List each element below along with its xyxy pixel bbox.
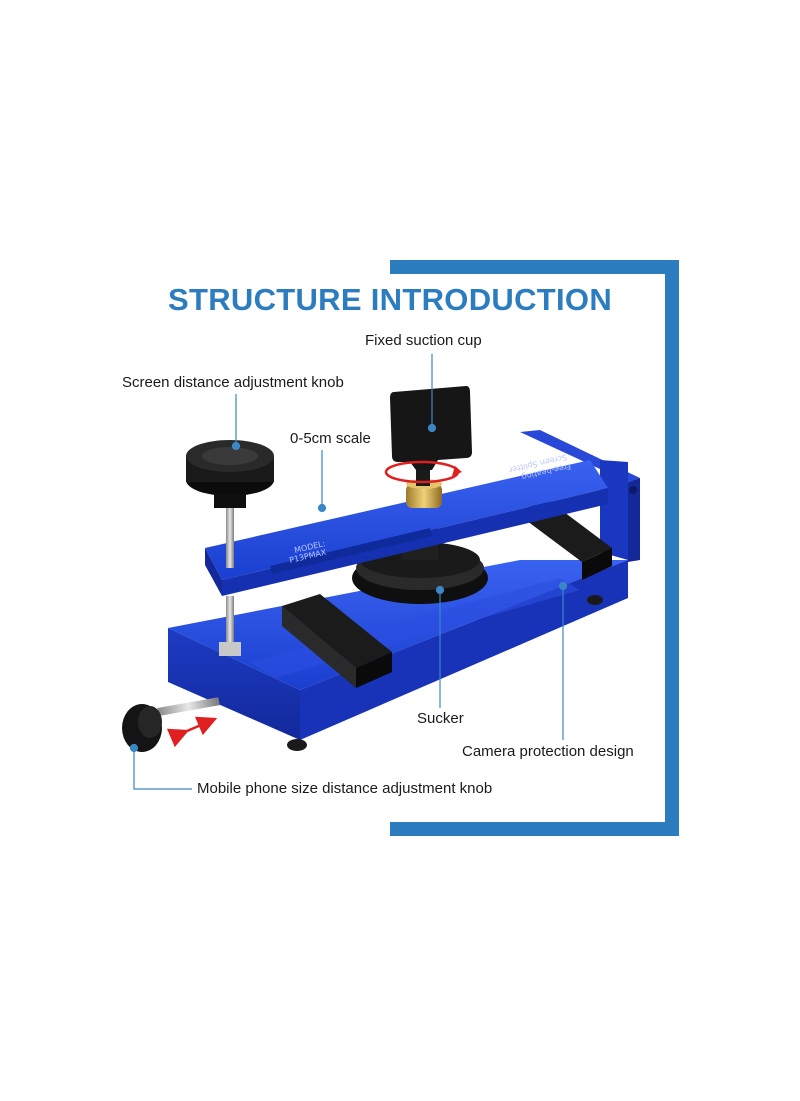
page-title: STRUCTURE INTRODUCTION bbox=[167, 282, 613, 317]
label-sucker: Sucker bbox=[417, 710, 464, 727]
screen-distance-knob bbox=[186, 440, 274, 656]
pointer-lines bbox=[129, 354, 568, 790]
fixed-suction-cup bbox=[384, 386, 472, 508]
frame-border bbox=[390, 260, 679, 836]
phone-size-knob bbox=[122, 697, 220, 752]
label-screen-distance-knob: Screen distance adjustment knob bbox=[122, 374, 344, 391]
label-scale: 0-5cm scale bbox=[290, 430, 371, 447]
double-arrow-icon bbox=[166, 716, 218, 748]
label-fixed-suction-cup: Fixed suction cup bbox=[365, 332, 482, 349]
back-wall bbox=[520, 430, 640, 562]
label-camera-protection: Camera protection design bbox=[462, 743, 634, 760]
label-phone-size-knob: Mobile phone size distance adjustment kn… bbox=[197, 780, 493, 797]
